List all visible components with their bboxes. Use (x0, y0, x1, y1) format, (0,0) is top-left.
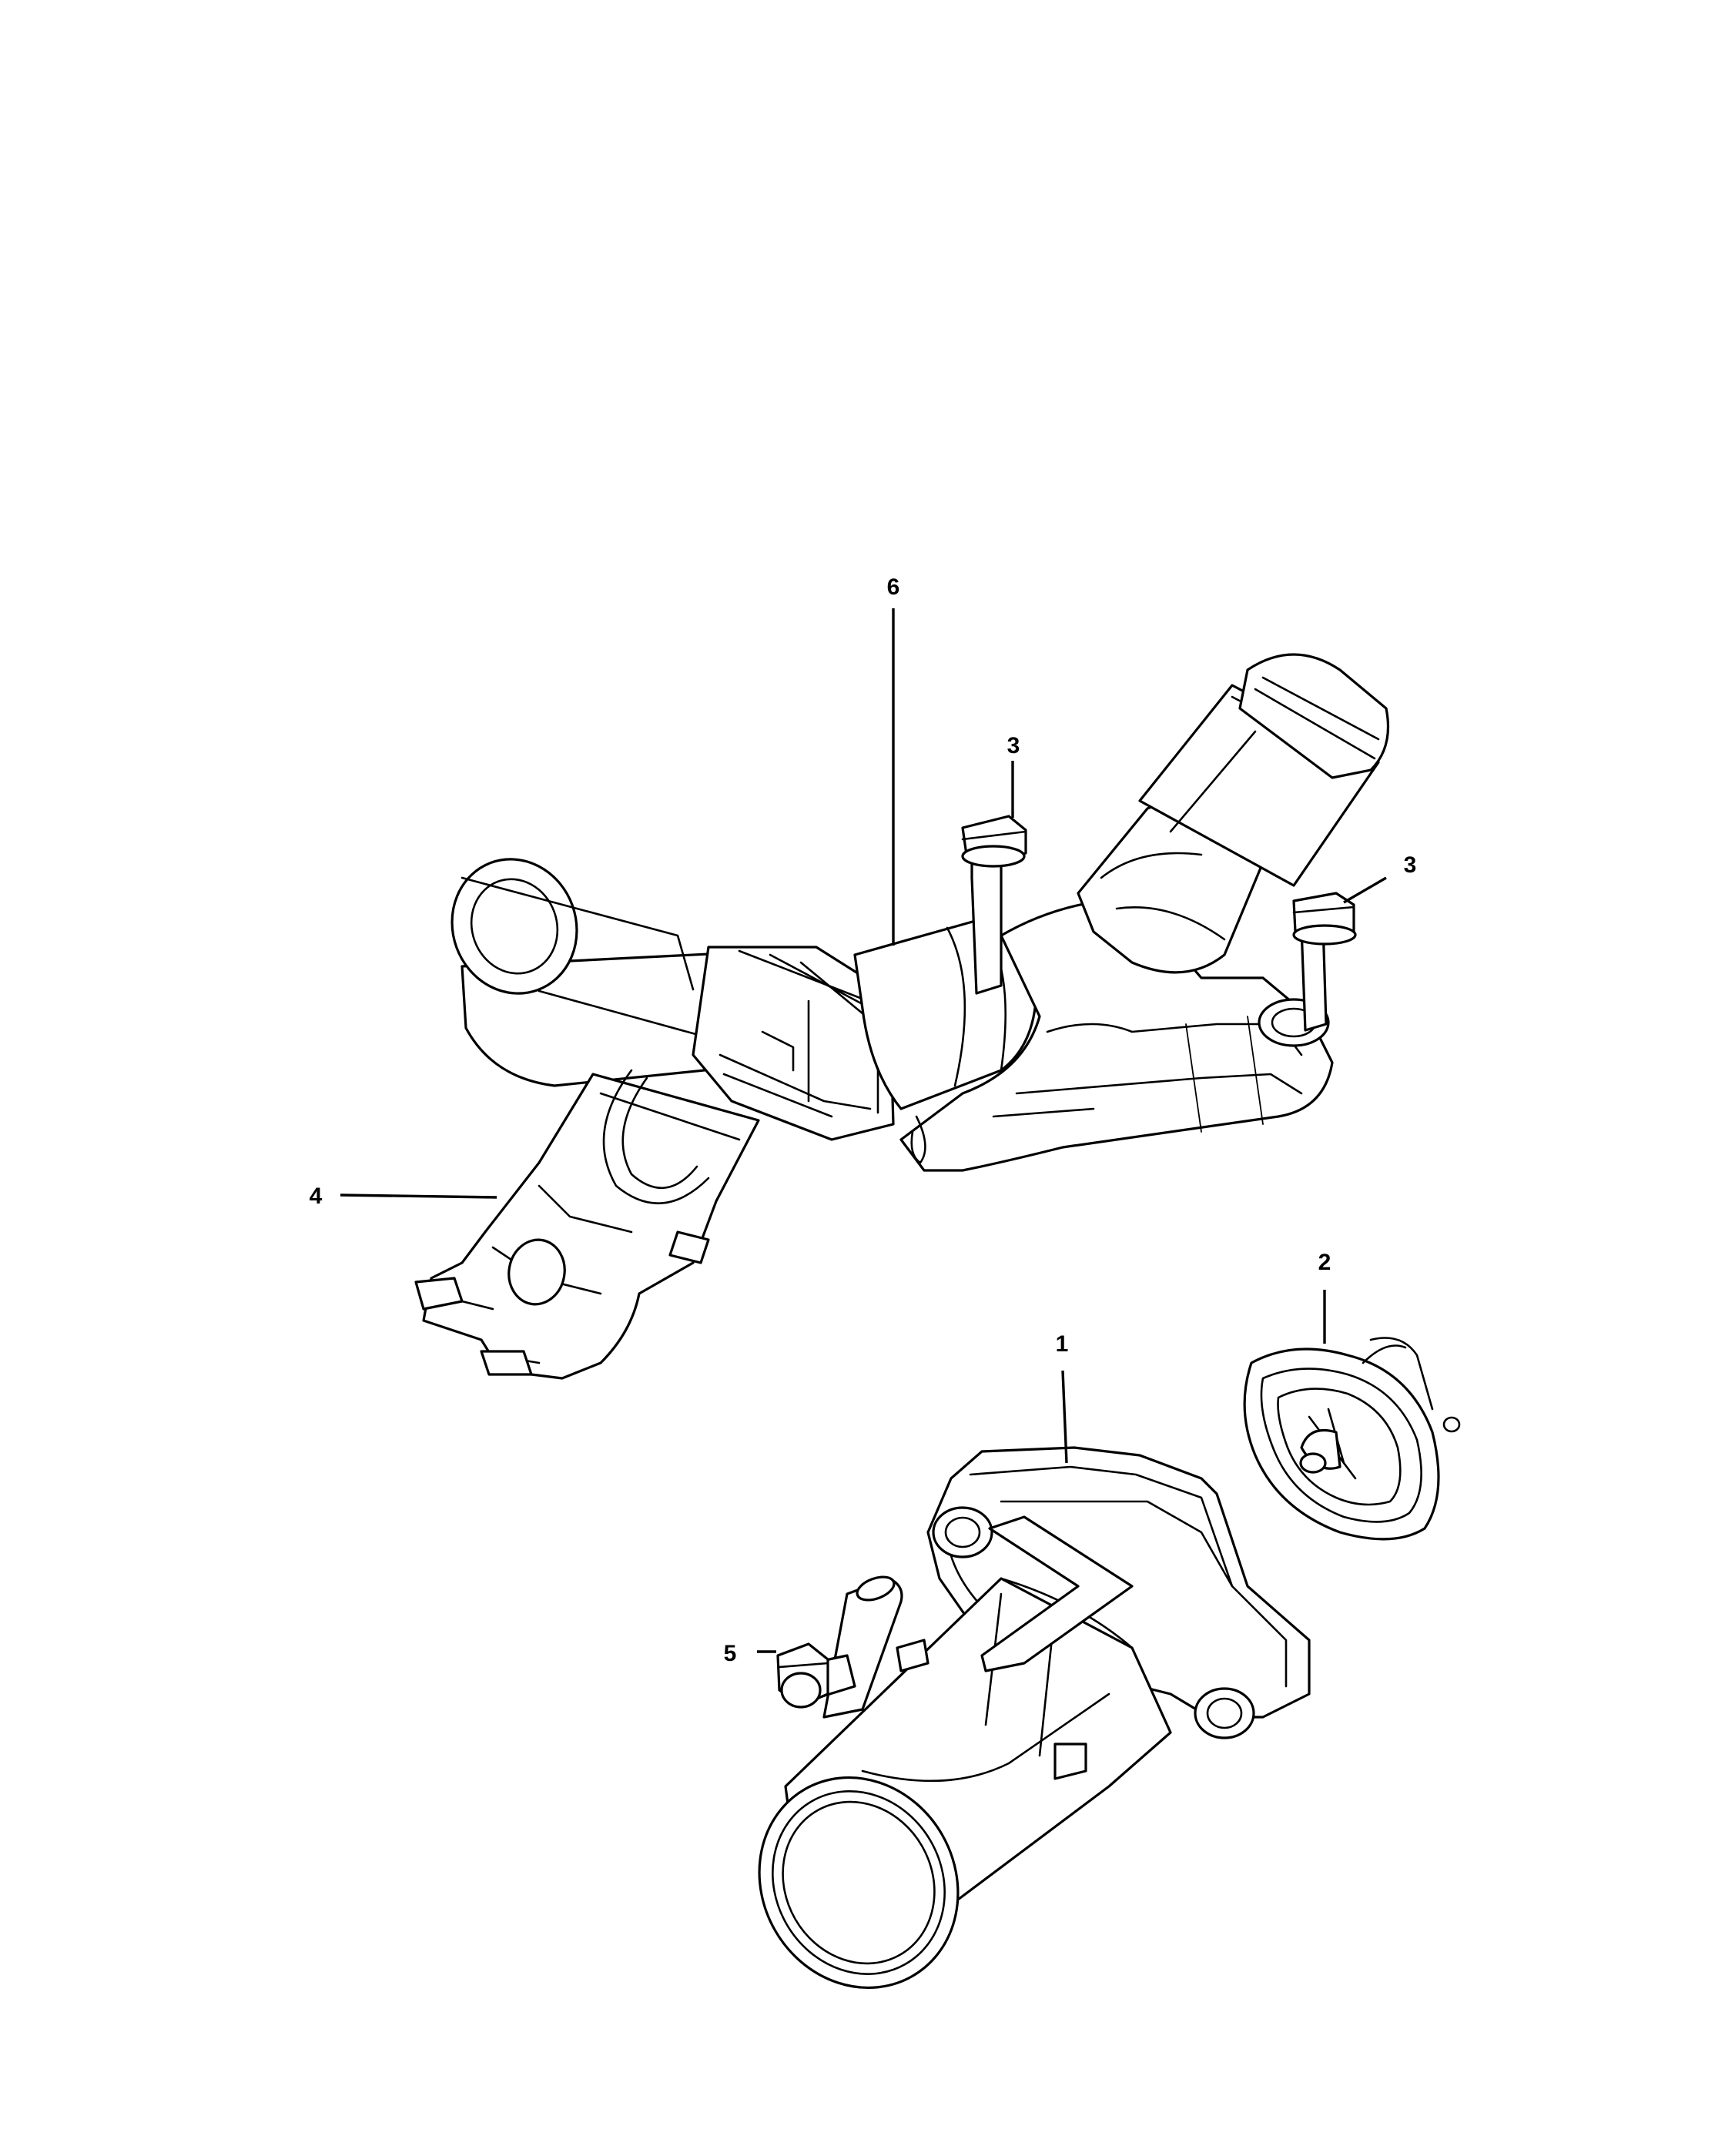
callout-label-1: 1 (1056, 1331, 1069, 1357)
bolt-3-left (961, 815, 1027, 995)
leader-lines (340, 608, 1387, 1653)
callout-label-2: 2 (1318, 1250, 1331, 1275)
callout-label-4: 4 (310, 1183, 323, 1209)
bolt-3-right (1292, 892, 1357, 1032)
bolt-5 (776, 1642, 856, 1709)
callout-label-3b: 3 (1404, 852, 1417, 878)
leader-1 (1061, 1370, 1068, 1464)
coolant-outlet-pipe-assembly (451, 653, 1390, 1172)
thermostat-housing-1 (758, 1446, 1311, 1990)
callout-label-6: 6 (887, 574, 900, 600)
thermostat-2 (1243, 1337, 1461, 1541)
leader-3b (1343, 876, 1387, 904)
callout-label-3a: 3 (1007, 733, 1020, 758)
bracket-4 (414, 1069, 760, 1380)
leader-4 (340, 1194, 497, 1199)
callout-labels: 6 3 3 4 2 1 5 (310, 574, 1417, 1666)
callout-label-5: 5 (724, 1641, 737, 1666)
